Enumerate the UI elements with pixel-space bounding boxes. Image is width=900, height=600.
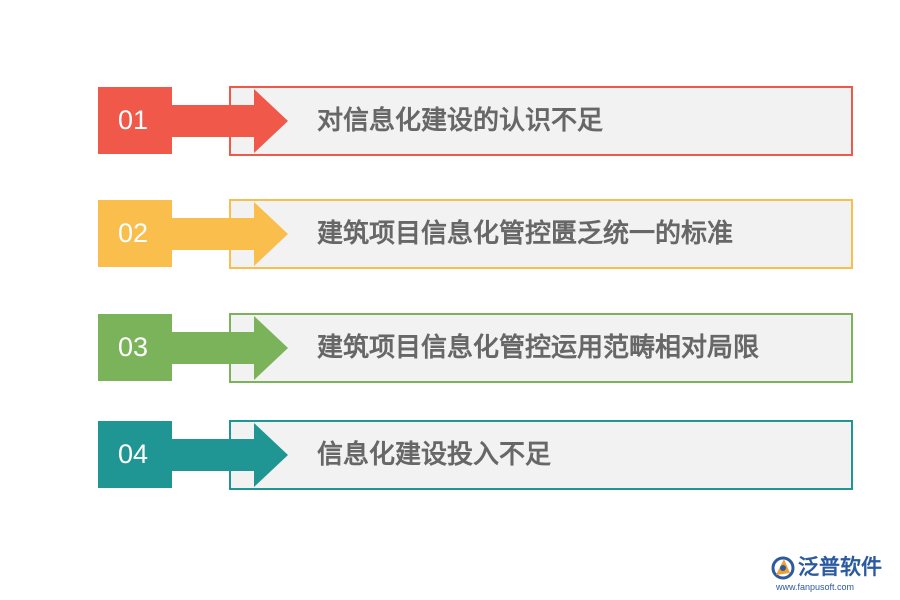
list-item-2: 02 建筑项目信息化管控匮乏统一的标准	[0, 199, 900, 269]
list-item-4: 04 信息化建设投入不足	[0, 420, 900, 490]
item-text: 建筑项目信息化管控运用范畴相对局限	[317, 333, 760, 363]
right-arrow-icon	[170, 89, 288, 153]
brand-url: www.fanpusoft.com	[776, 582, 855, 592]
list-item-3: 03 建筑项目信息化管控运用范畴相对局限	[0, 313, 900, 383]
item-text-box	[229, 420, 853, 490]
item-number-badge: 03	[98, 314, 172, 381]
item-text: 信息化建设投入不足	[317, 440, 552, 470]
brand-logo: 泛普软件 www.fanpusoft.com	[768, 553, 892, 593]
list-item-1: 01 对信息化建设的认识不足	[0, 86, 900, 156]
right-arrow-icon	[170, 202, 288, 266]
brand-name: 泛普软件	[798, 555, 882, 579]
fanpu-logo-icon	[771, 556, 795, 580]
item-text-box	[229, 313, 853, 383]
item-number-badge: 01	[98, 87, 172, 154]
item-text-box	[229, 86, 853, 156]
item-number-badge: 02	[98, 200, 172, 267]
right-arrow-icon	[170, 423, 288, 487]
item-number-badge: 04	[98, 421, 172, 488]
right-arrow-icon	[170, 316, 288, 380]
item-text-box	[229, 199, 853, 269]
item-text: 对信息化建设的认识不足	[317, 106, 604, 136]
item-text: 建筑项目信息化管控匮乏统一的标准	[317, 219, 734, 249]
